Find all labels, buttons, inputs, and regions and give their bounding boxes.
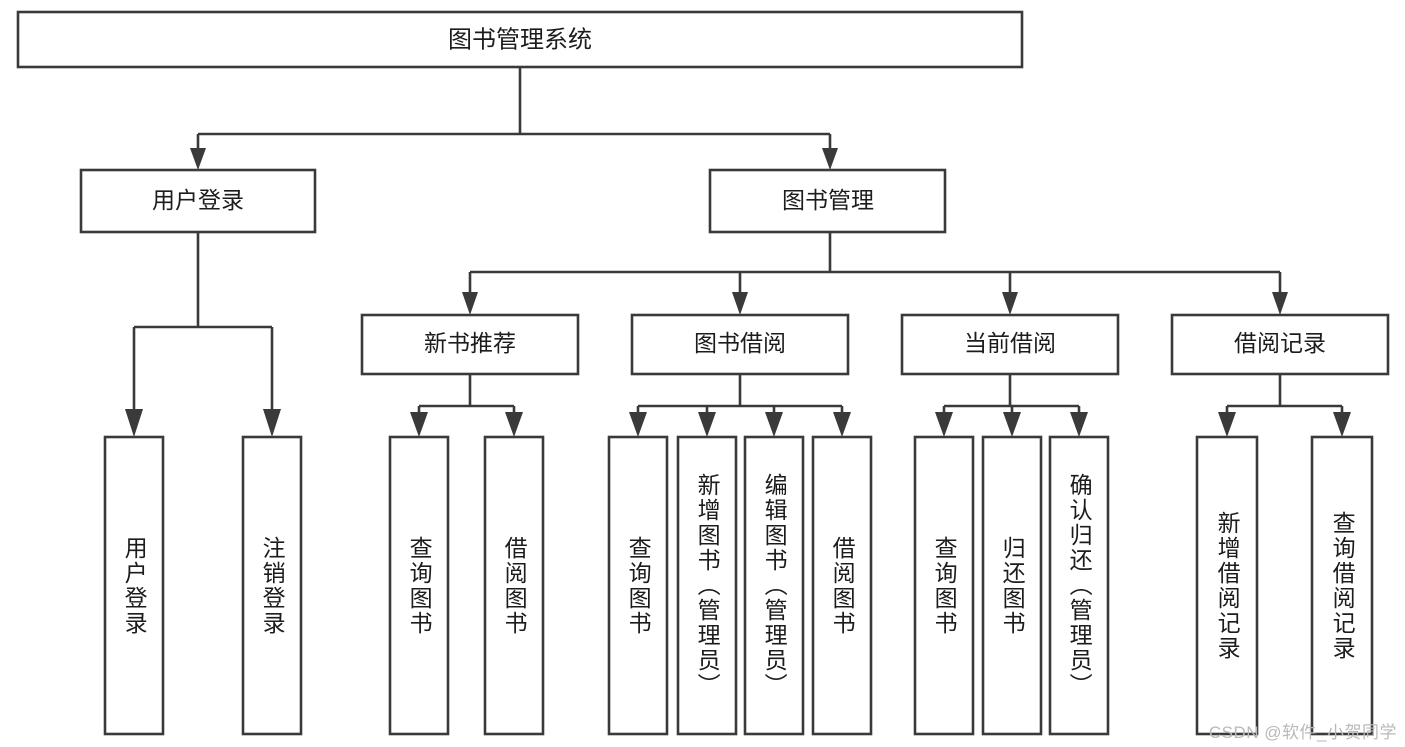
node-borrow-record-box[interactable] — [1170, 313, 1390, 376]
node-leaf-add-book-box[interactable] — [676, 435, 738, 736]
node-leaf-confirm-return-box[interactable] — [1048, 435, 1110, 736]
arrow-head-leaf-confirm-return — [1070, 412, 1088, 437]
node-book-manage-label: 图书管理 — [782, 187, 874, 213]
node-leaf-add-borrow-record-box[interactable] — [1195, 435, 1259, 736]
node-leaf-borrow-book-box[interactable] — [811, 435, 873, 736]
arrow-head-leaf-return-book — [1003, 412, 1021, 437]
node-book-borrow-box[interactable] — [630, 313, 850, 376]
node-root-box[interactable] — [16, 10, 1024, 69]
arrow-head-leaf-logout — [263, 409, 281, 437]
node-leaf-edit-book-box[interactable] — [743, 435, 805, 736]
arrow-head-leaf-borrow-book — [833, 412, 851, 437]
arrow-head-leaf-query-book-borrow — [629, 412, 647, 437]
node-book-borrow-label: 图书借阅 — [694, 330, 786, 356]
arrow-head-leaf-borrow-book-recommend — [505, 412, 523, 437]
arrow-head-book-manage — [822, 148, 838, 170]
arrow-head-leaf-edit-book — [765, 412, 783, 437]
csdn-watermark: CSDN @软件_小贺同学 — [1208, 723, 1397, 742]
connector-layer — [125, 67, 1351, 437]
node-new-book-recommend-label: 新书推荐 — [424, 330, 516, 356]
arrow-head-leaf-query-book-recommend — [410, 412, 428, 437]
node-leaf-query-borrow-record-box[interactable] — [1310, 435, 1374, 736]
node-user-login-label: 用户登录 — [152, 187, 244, 213]
arrow-head-leaf-user-login — [125, 409, 143, 437]
node-user-login-box[interactable] — [79, 168, 317, 234]
node-leaf-query-book-borrow-box[interactable] — [607, 435, 669, 736]
node-leaf-return-book-box[interactable] — [981, 435, 1043, 736]
node-borrow-record-label: 借阅记录 — [1234, 330, 1326, 356]
node-current-borrow-label: 当前借阅 — [964, 330, 1056, 356]
arrow-head-current-borrow — [1002, 292, 1018, 315]
node-leaf-query-book-recommend-box[interactable] — [388, 435, 450, 736]
arrow-head-new-book-recommend — [462, 292, 478, 315]
node-layer: 图书管理系统 用户登录 图书管理 新书推荐 图书借阅 当前借阅 借阅记录 — [16, 10, 1390, 736]
node-leaf-query-book-current-box[interactable] — [913, 435, 975, 736]
node-leaf-logout-box[interactable] — [241, 435, 303, 736]
arrow-head-leaf-add-book — [698, 412, 716, 437]
arrow-head-leaf-query-borrow-record — [1333, 412, 1351, 437]
node-current-borrow-box[interactable] — [900, 313, 1120, 376]
arrow-head-leaf-add-borrow-record — [1218, 412, 1236, 437]
node-root-label: 图书管理系统 — [448, 26, 592, 53]
node-book-manage-box[interactable] — [708, 168, 947, 234]
arrow-head-borrow-record — [1272, 292, 1288, 315]
arrow-head-user-login — [190, 148, 206, 170]
node-leaf-user-login-box[interactable] — [103, 435, 165, 736]
node-leaf-borrow-book-recommend-box[interactable] — [483, 435, 545, 736]
arrow-head-leaf-query-book-current — [935, 412, 953, 437]
node-new-book-recommend-box[interactable] — [360, 313, 580, 376]
arrow-head-book-borrow — [732, 292, 748, 315]
